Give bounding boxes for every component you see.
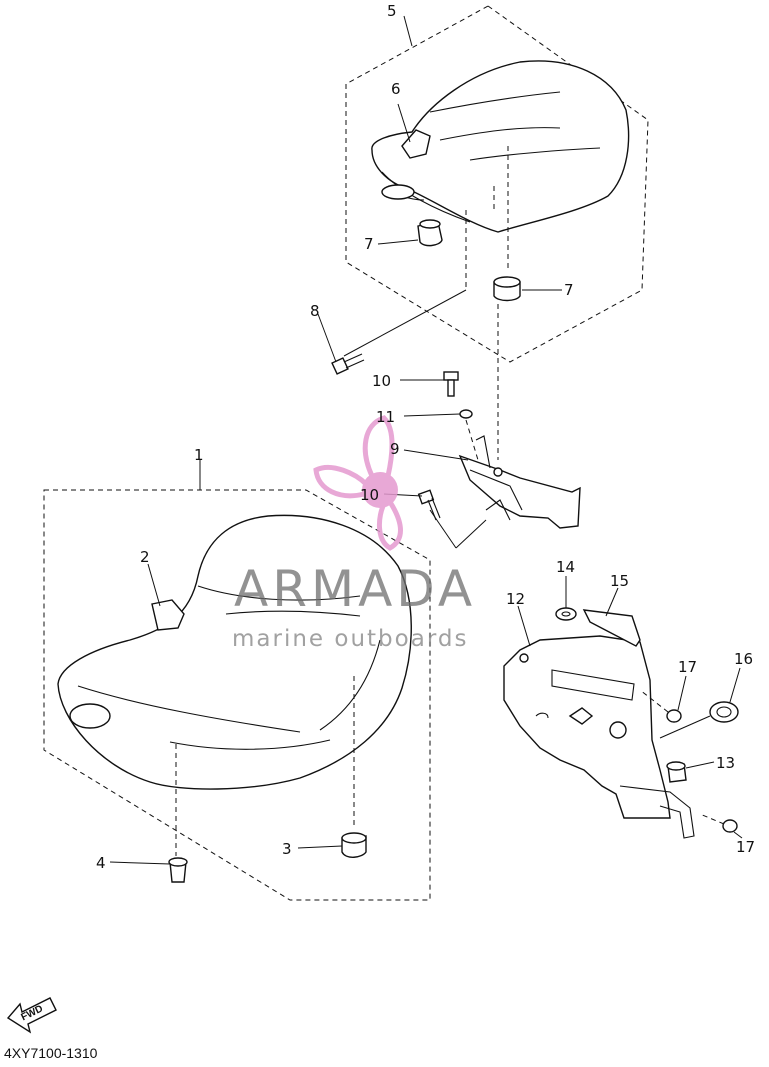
rear-seat	[371, 60, 630, 233]
bolt-10-lower	[417, 489, 441, 521]
damper-7-right	[493, 276, 521, 302]
collar-4	[168, 857, 188, 883]
strap-15	[582, 609, 641, 647]
callout-14: 14	[556, 558, 575, 576]
callout-11: 11	[376, 408, 395, 426]
callout-5: 5	[387, 2, 397, 20]
callout-10-upper: 10	[372, 372, 391, 390]
callout-10-lower: 10	[360, 486, 379, 504]
forward-direction-arrow: FWD	[6, 997, 57, 1034]
callout-17-lower: 17	[736, 838, 755, 856]
grommet-14	[555, 607, 577, 621]
seat-bracket-9	[458, 435, 581, 529]
watermark-tagline: marine outboards	[232, 626, 468, 652]
cover-12	[503, 635, 695, 839]
screw-17-upper	[639, 689, 682, 723]
callout-16: 16	[734, 650, 753, 668]
callout-4: 4	[96, 854, 106, 872]
cap-16	[709, 701, 739, 723]
propeller-blade-right	[377, 499, 403, 551]
front-seat-group-outline	[43, 489, 431, 901]
front-seat-bracket	[151, 599, 185, 631]
callout-12: 12	[506, 590, 525, 608]
bolt-10-upper	[443, 371, 459, 397]
damper-7-left	[417, 219, 443, 247]
propeller-hub	[362, 472, 398, 508]
callout-13: 13	[716, 754, 735, 772]
bolt-8	[331, 353, 365, 375]
propeller-blade-top	[362, 415, 395, 479]
callout-1: 1	[194, 446, 204, 464]
propeller-blade-left	[313, 464, 369, 499]
watermark-logo	[313, 415, 403, 551]
callout-6: 6	[391, 80, 401, 98]
watermark-brand: ARMADA	[234, 560, 476, 618]
callout-17-upper: 17	[678, 658, 697, 676]
callout-2: 2	[140, 548, 150, 566]
screw-17-lower	[699, 813, 738, 833]
callout-7-left: 7	[364, 235, 374, 253]
front-seat	[57, 514, 412, 790]
callout-9: 9	[390, 440, 400, 458]
rear-seat-bracket	[401, 129, 431, 159]
washer-11	[459, 409, 473, 419]
drawing-code: 4XY7100-1310	[4, 1045, 98, 1061]
callout-8: 8	[310, 302, 320, 320]
damper-3	[341, 832, 367, 858]
rear-seat-group-outline	[345, 5, 649, 363]
callout-7-right: 7	[564, 281, 574, 299]
callout-3: 3	[282, 840, 292, 858]
cap-13	[666, 761, 687, 783]
callout-15: 15	[610, 572, 629, 590]
